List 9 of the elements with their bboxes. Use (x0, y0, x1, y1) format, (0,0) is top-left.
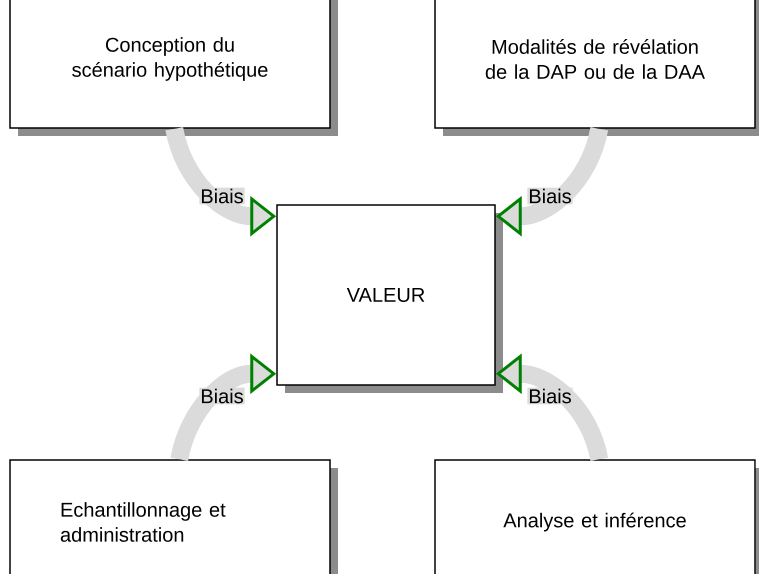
edge-label: Biais (527, 388, 573, 404)
value-box: VALEUR (276, 204, 503, 393)
edge-label: Biais (199, 188, 245, 204)
process-box: Echantillonnage et administration (9, 459, 338, 574)
process-box: Conception du scénario hypothétique (9, 0, 338, 136)
process-box: Analyse et inférence (434, 459, 759, 574)
process-box: Modalités de révélation de la DAP ou de la DAA (434, 0, 759, 136)
edge-label: Biais (527, 188, 573, 204)
edge-label: Biais (199, 388, 245, 404)
